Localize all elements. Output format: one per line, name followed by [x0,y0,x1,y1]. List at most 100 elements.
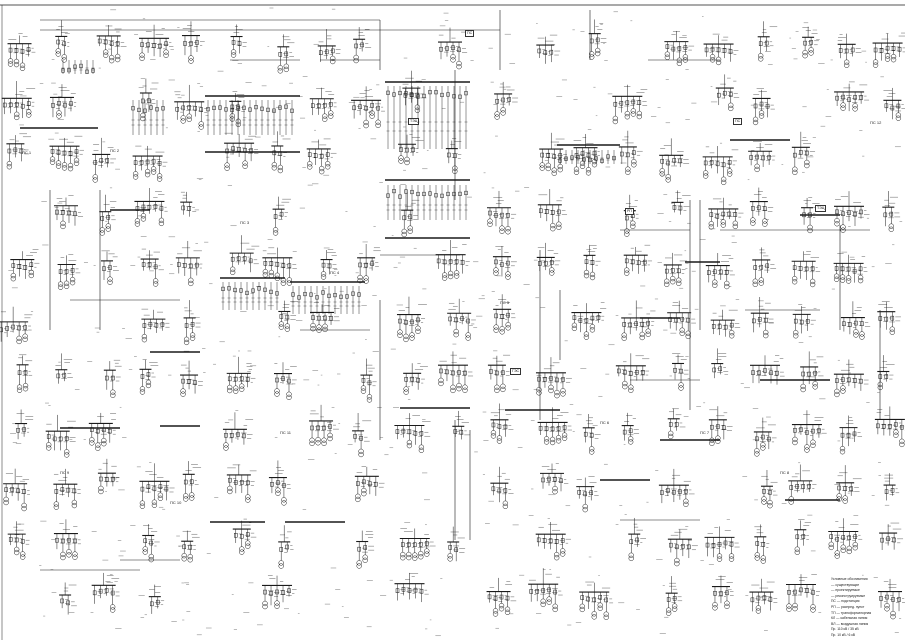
breaker [801,534,806,539]
cell-breaker [404,91,408,96]
transformer-winding [670,279,676,285]
transformer-winding [712,605,718,611]
cell-breaker [434,193,438,198]
transformer-winding [10,276,16,282]
breaker [718,366,722,372]
breaker [245,377,250,382]
transformer-winding [156,176,163,182]
breaker [62,150,67,156]
transformer-winding [628,555,634,562]
breaker [713,269,717,275]
transformer-winding [630,220,636,226]
breaker [321,262,326,268]
breaker [762,489,766,494]
breaker [762,595,767,600]
breaker [187,379,191,384]
transformer-winding [181,553,187,559]
transformer-winding [494,387,500,394]
breaker [801,371,805,377]
transformer-winding [758,113,765,119]
breaker [586,596,590,602]
breaker [666,160,670,166]
transformer-winding [505,322,511,328]
breaker [23,265,28,270]
breaker [367,380,372,386]
breaker [279,314,284,319]
breaker [416,317,420,323]
transformer-winding [242,163,248,169]
breaker [884,316,889,322]
transformer-winding [19,62,26,68]
transformer-winding [239,546,245,552]
transformer-winding [884,53,891,59]
breaker [580,595,584,600]
transformer-winding [441,275,448,281]
breaker [270,482,274,487]
breaker [803,40,807,46]
breaker [408,214,412,220]
cell-breaker [398,194,402,199]
transformer-winding [230,49,237,55]
transformer-winding [502,500,509,506]
breaker [46,434,51,439]
breaker [854,320,858,326]
transformer-winding [16,338,22,345]
breaker [407,429,412,435]
breaker [287,588,291,593]
breaker [595,37,600,43]
transformer-winding [366,397,373,403]
breaker [793,318,798,324]
transformer-winding [724,280,730,287]
breaker [507,97,511,102]
transformer-winding [400,551,406,558]
transformer-winding [573,169,580,175]
transformer-winding [556,224,562,231]
breaker [325,152,330,157]
transformer-winding [245,540,251,546]
breaker [553,476,557,482]
transformer-winding [810,604,816,610]
breaker [233,376,238,382]
breaker [637,100,642,105]
transformer-winding [183,336,190,342]
breaker [560,538,565,543]
transformer-winding [678,385,684,391]
transformer-winding [758,280,764,286]
breaker [635,537,639,543]
cell-breaker [458,191,462,196]
transformer-winding [794,549,800,555]
cell-breaker [464,91,468,96]
breaker [402,215,406,221]
transformer-winding [554,551,560,558]
breaker [537,376,541,382]
transformer-winding [877,381,883,388]
breaker [104,588,109,593]
transformer-winding [709,54,716,60]
breaker [890,488,895,493]
transformer-winding [286,391,292,397]
transformer-winding [330,55,336,62]
breaker [787,589,791,595]
transformer-winding [622,380,628,387]
transformer-winding [110,607,116,613]
transformer-winding [624,231,630,237]
transformer-winding [583,272,590,279]
breaker [763,206,767,211]
breaker [395,429,400,434]
transformer-winding [105,226,111,232]
transformer-winding [750,217,756,223]
transformer-winding [406,551,412,558]
transformer-winding [453,270,460,276]
transformer-winding [406,439,413,446]
transformer-winding [397,332,403,338]
transformer-winding [792,436,798,443]
transformer-winding [46,445,52,451]
breaker [668,422,673,427]
breaker [793,152,797,158]
transformer-winding [540,598,546,604]
breaker [448,316,452,322]
transformer-winding [494,384,500,390]
transformer-winding [53,501,60,507]
breaker [278,151,283,156]
breaker [246,480,250,486]
